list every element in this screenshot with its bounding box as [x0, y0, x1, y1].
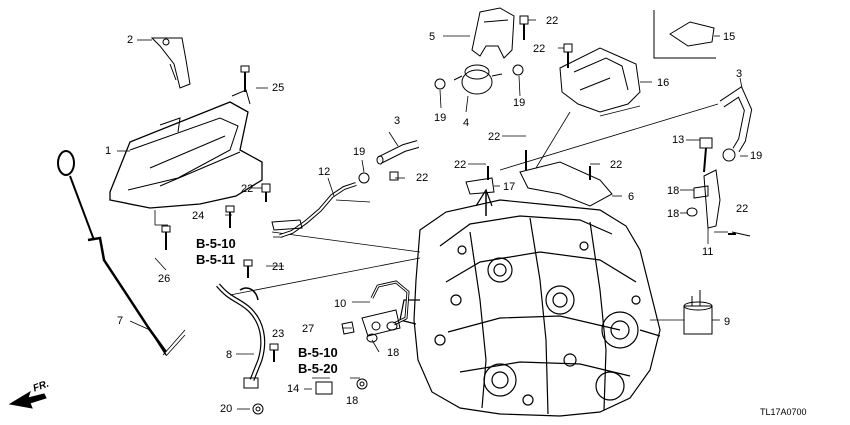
- callout-19d: 19: [750, 150, 763, 162]
- diagram-code: TL17A0700: [760, 407, 807, 417]
- cover-plate: [109, 89, 263, 209]
- callout-14: 14: [287, 383, 300, 395]
- callout-13: 13: [672, 134, 685, 146]
- callout-3a: 3: [394, 115, 401, 127]
- callout-24: 24: [192, 210, 205, 222]
- callout-11: 11: [702, 246, 714, 258]
- callout-9: 9: [724, 316, 731, 328]
- parts-right: [686, 137, 751, 244]
- leader-lines: [117, 39, 421, 410]
- callout-1: 1: [105, 145, 112, 157]
- inset-15: [653, 10, 720, 59]
- callout-8: 8: [226, 349, 233, 361]
- callout-27: 27: [302, 323, 315, 335]
- reference-b-5-11[interactable]: B-5-11: [196, 252, 236, 267]
- callout-22h: 22: [736, 203, 749, 215]
- callout-22g: 22: [241, 183, 254, 195]
- callout-18a: 18: [387, 347, 400, 359]
- callout-22b: 22: [533, 43, 546, 55]
- callout-23: 23: [272, 328, 285, 340]
- callout-7: 7: [117, 315, 124, 327]
- callout-16: 16: [657, 77, 670, 89]
- callout-22e: 22: [454, 159, 467, 171]
- reference-b-5-10-top[interactable]: B-5-10: [196, 236, 236, 251]
- callout-15: 15: [723, 31, 736, 43]
- callout-19b: 19: [434, 112, 447, 124]
- callout-17: 17: [503, 181, 516, 193]
- callout-20: 20: [220, 403, 233, 415]
- callout-19a: 19: [353, 146, 366, 158]
- callout-26: 26: [158, 273, 171, 285]
- transmission-housing: [399, 188, 661, 417]
- callout-4: 4: [463, 117, 470, 129]
- bracket-6: [465, 150, 622, 207]
- callout-19c: 19: [513, 97, 526, 109]
- pipe-10: [341, 280, 410, 390]
- hose-3-mid: [358, 131, 420, 184]
- dipstick: [57, 150, 168, 356]
- reference-b-5-10-bottom[interactable]: B-5-10: [298, 345, 338, 360]
- callout-25: 25: [272, 82, 285, 94]
- callout-22a: 22: [546, 15, 559, 27]
- callout-5: 5: [429, 31, 436, 43]
- callout-18b: 18: [346, 395, 359, 407]
- bracket-2: [150, 37, 191, 89]
- gauge-pipe: [216, 283, 266, 389]
- bracket-16: [535, 47, 652, 169]
- reference-b-5-20[interactable]: B-5-20: [298, 361, 338, 376]
- callout-3b: 3: [736, 68, 743, 80]
- callout-18c: 18: [667, 185, 680, 197]
- callout-22c: 22: [416, 172, 429, 184]
- part-9: [650, 290, 720, 335]
- pipe-12: [271, 177, 371, 238]
- callout-22f: 22: [610, 159, 623, 171]
- callout-22d: 22: [488, 131, 501, 143]
- bracket-5: [443, 7, 573, 68]
- callout-10: 10: [334, 298, 347, 310]
- callout-6: 6: [628, 191, 635, 203]
- callout-12: 12: [318, 166, 331, 178]
- callout-21: 21: [272, 261, 285, 273]
- leader-lines-right: [468, 19, 728, 233]
- callout-18d: 18: [667, 208, 680, 220]
- hose-3-right: [499, 77, 753, 171]
- front-arrow: [8, 390, 47, 409]
- callout-2: 2: [127, 34, 134, 46]
- bolt-25: [240, 65, 250, 92]
- bolts-left: [161, 183, 333, 415]
- solenoid-valve: [434, 64, 524, 113]
